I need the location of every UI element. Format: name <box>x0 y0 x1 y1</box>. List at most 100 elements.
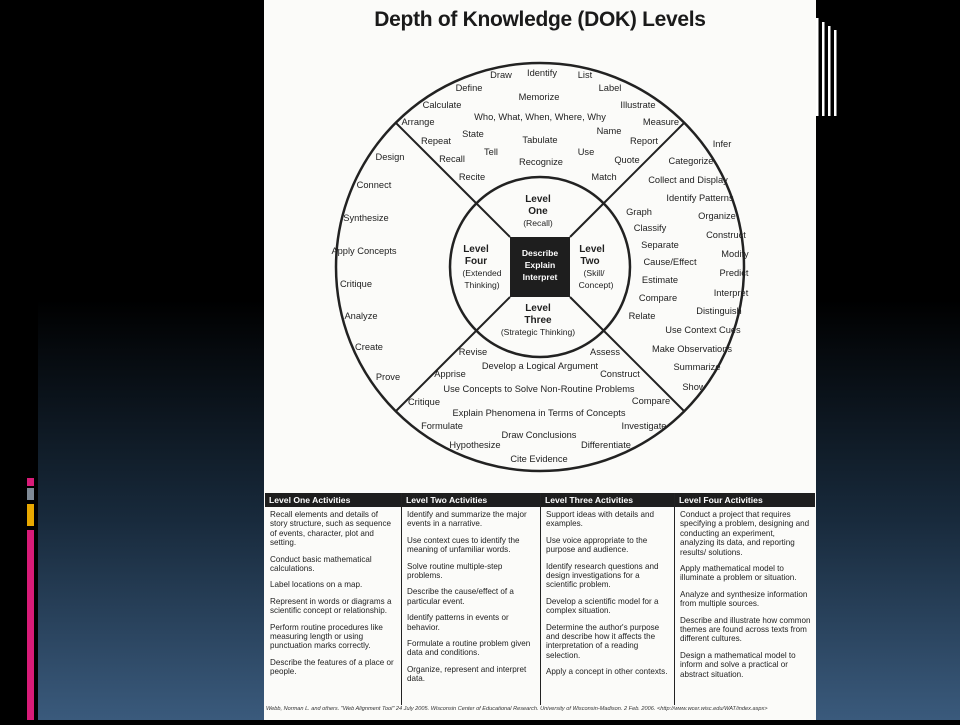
verb-strategic: Draw Conclusions <box>502 430 577 440</box>
verb-recall: Recite <box>459 172 485 182</box>
dok-document: Depth of Knowledge (DOK) Levels Describe… <box>264 0 816 720</box>
level-four-number: Four <box>465 256 487 267</box>
activity-item: Use voice appropriate to the purpose and… <box>546 535 648 555</box>
level-four-activities-column: Level Four Activities Conduct a project … <box>675 493 815 705</box>
divider-sw <box>395 330 477 412</box>
level-two-activities-column: Level Two Activities Identify and summar… <box>402 493 541 705</box>
verb-skill: Categorize <box>669 156 714 166</box>
verb-skill: Estimate <box>642 275 678 285</box>
verb-extended: Apply Concepts <box>331 246 396 256</box>
verb-recall: Name <box>597 126 622 136</box>
verb-recall: Who, What, When, Where, Why <box>474 112 606 122</box>
activity-item: Conduct basic mathematical calculations. <box>270 554 372 574</box>
center-label-interpret: Interpret <box>523 272 558 282</box>
level-one-sub: (Recall) <box>523 218 553 228</box>
verb-skill: Organize <box>698 211 736 221</box>
document-title: Depth of Knowledge (DOK) Levels <box>374 8 706 31</box>
verb-recall: Draw <box>490 70 512 80</box>
activity-item: Describe the features of a place or peop… <box>270 657 394 677</box>
verb-recall: Match <box>591 172 616 182</box>
slide-accent-gold <box>27 504 34 526</box>
verb-recall: Arrange <box>401 117 434 127</box>
activity-item: Identify and summarize the major events … <box>407 510 527 529</box>
level-three-number: Three <box>524 315 552 326</box>
inner-divider-ne <box>569 202 605 238</box>
slide-background-right <box>816 0 960 720</box>
activity-item: Use context cues to identify the meaning… <box>407 535 520 555</box>
activity-item: Describe the cause/effect of a particula… <box>407 587 514 606</box>
level-four-sub2: Thinking) <box>464 280 499 290</box>
slide-accent-pink-small <box>27 478 34 486</box>
verb-skill: Infer <box>713 139 732 149</box>
verb-recall: State <box>462 129 484 139</box>
verb-skill: Identify Patterns <box>666 193 734 203</box>
level-two-sub1: (Skill/ <box>583 268 605 278</box>
activity-item: Perform routine procedures like measurin… <box>270 622 383 651</box>
verb-skill: Collect and Display <box>648 175 728 185</box>
activity-item: Conduct a project that requires specifyi… <box>680 510 810 557</box>
column-header: Level Three Activities <box>541 493 674 507</box>
inner-divider-nw <box>475 202 511 238</box>
verb-recall: List <box>578 70 593 80</box>
verb-strategic: Revise <box>459 347 487 357</box>
verb-extended: Analyze <box>344 311 377 321</box>
citation: Webb, Norman L. and others. "Web Alignme… <box>266 706 768 712</box>
dok-wheel-diagram: Describe Explain Interpret Level One (Re… <box>331 61 749 473</box>
inner-divider-sw <box>475 296 511 332</box>
verb-skill: Cause/Effect <box>643 257 696 267</box>
verb-recall: Tabulate <box>522 135 557 145</box>
activity-item: Develop a scientific model for a complex… <box>546 596 659 616</box>
level-four-sub1: (Extended <box>462 268 501 278</box>
verb-strategic: Explain Phenomena in Terms of Concepts <box>453 408 626 418</box>
activities-table: Level One Activities Recall elements and… <box>265 493 815 705</box>
activity-item: Solve routine multiple-step problems. <box>407 561 503 581</box>
activity-item: Support ideas with details and examples. <box>546 510 654 529</box>
verb-skill: Interpret <box>714 288 749 298</box>
verb-recall: Define <box>456 83 483 93</box>
activity-item: Determine the author's purpose and descr… <box>546 622 660 660</box>
level-three-label: Level <box>525 303 551 314</box>
verb-extended: Connect <box>357 180 392 190</box>
verb-recall: Calculate <box>423 100 462 110</box>
slide-corner-decoration <box>816 18 837 116</box>
verb-skill: Construct <box>706 230 746 240</box>
verb-recall: Measure <box>643 117 679 127</box>
level-one-label: Level <box>525 194 551 205</box>
verb-strategic: Assess <box>590 347 620 357</box>
verb-strategic: Develop a Logical Argument <box>482 361 599 371</box>
verb-skill: Graph <box>626 207 652 217</box>
inner-divider-se <box>569 296 605 332</box>
column-header: Level Two Activities <box>402 493 540 507</box>
divider-nw <box>395 122 477 204</box>
center-box <box>510 237 570 297</box>
slide-accent-pink-bar <box>27 530 34 720</box>
verb-skill: Summarize <box>673 362 720 372</box>
level-one-number: One <box>528 206 548 217</box>
verb-recall: Report <box>630 136 658 146</box>
verb-skill: Predict <box>720 268 749 278</box>
activity-item: Apply a concept in other contexts. <box>546 667 668 677</box>
column-header: Level Four Activities <box>675 493 815 507</box>
verb-recall: Label <box>599 83 622 93</box>
verb-strategic: Compare <box>632 396 670 406</box>
verb-strategic: Critique <box>408 397 440 407</box>
verb-skill: Use Context Cues <box>665 325 741 335</box>
verb-recall: Recognize <box>519 157 563 167</box>
divider-ne <box>603 122 685 204</box>
verb-skill: Show <box>682 382 706 392</box>
verb-recall: Identify <box>527 68 557 78</box>
verb-extended: Design <box>376 152 405 162</box>
activity-item: Formulate a routine problem given data a… <box>407 639 531 658</box>
verb-extended: Prove <box>376 372 400 382</box>
verb-skill: Compare <box>639 293 677 303</box>
verb-extended: Create <box>355 342 383 352</box>
divider-se <box>603 330 685 412</box>
verb-skill: Relate <box>629 311 656 321</box>
verb-strategic: Apprise <box>434 369 466 379</box>
verb-skill: Distinguish <box>696 306 741 316</box>
activity-item: Identify patterns in events or behavior. <box>407 613 509 632</box>
level-four-label: Level <box>463 244 489 255</box>
verb-strategic: Investigate <box>622 421 667 431</box>
level-three-sub: (Strategic Thinking) <box>501 327 575 337</box>
inner-circle <box>448 175 632 359</box>
